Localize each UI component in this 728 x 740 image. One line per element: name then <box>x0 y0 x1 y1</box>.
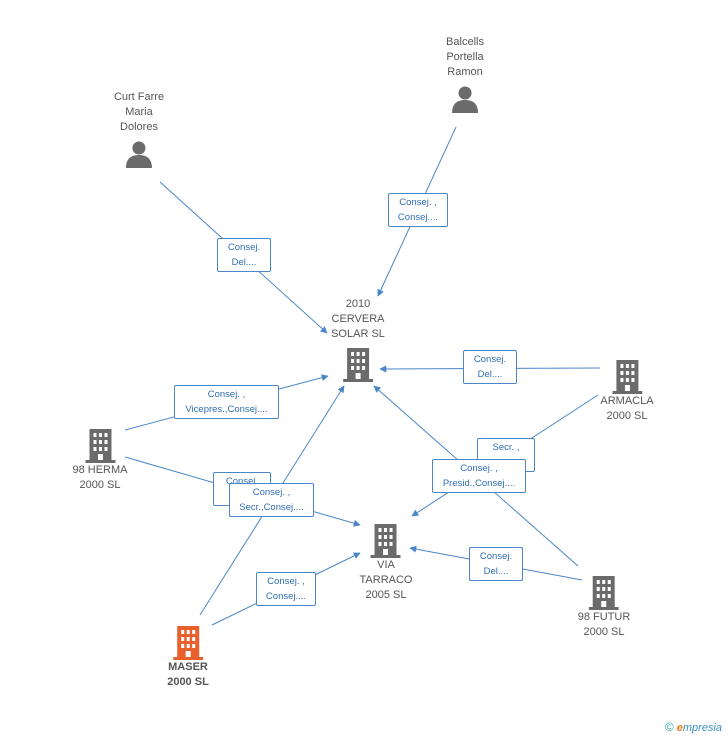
company-node-maser[interactable]: MASER 2000 SL <box>167 624 209 690</box>
person-node-balcells[interactable]: Balcells Portella Ramon <box>446 35 484 114</box>
company-node-tarraco[interactable]: VIA TARRACO 2005 SL <box>359 522 413 603</box>
node-label: 2010 CERVERA SOLAR SL <box>331 298 385 340</box>
node-label: ARMACLA 2000 SL <box>600 395 654 422</box>
person-icon <box>452 86 478 113</box>
edge-label-futur-tarraco[interactable]: Consej. Del.... <box>469 547 523 581</box>
copyright-symbol: © <box>664 720 674 734</box>
company-node-cervera[interactable]: 2010 CERVERA SOLAR SL <box>331 297 385 382</box>
edge-label-herma-cervera[interactable]: Consej. , Vicepres.,Consej.... <box>174 385 279 419</box>
company-node-armacla[interactable]: ARMACLA 2000 SL <box>600 358 654 424</box>
edge-label-armacla-cervera[interactable]: Consej. Del.... <box>463 350 517 384</box>
node-label: 98 FUTUR 2000 SL <box>577 611 631 638</box>
company-node-futur[interactable]: 98 FUTUR 2000 SL <box>577 574 631 640</box>
building-icon <box>612 360 642 394</box>
node-label: Balcells Portella Ramon <box>446 36 484 78</box>
person-node-curt[interactable]: Curt Farre Maria Dolores <box>114 90 164 169</box>
edge-label-curt-cervera[interactable]: Consej. Del.... <box>217 238 271 272</box>
node-label: VIA TARRACO 2005 SL <box>359 559 413 601</box>
node-label: MASER 2000 SL <box>167 661 209 688</box>
brand-logo-text: mpresia <box>682 722 722 734</box>
edge-label-futur-cervera[interactable]: Consej. , Presid.,Consej.... <box>432 459 526 493</box>
edge-label-balcells-cervera[interactable]: Consej. , Consej.... <box>388 193 448 227</box>
node-label: 98 HERMA 2000 SL <box>72 464 128 491</box>
building-icon <box>371 524 401 558</box>
company-node-herma[interactable]: 98 HERMA 2000 SL <box>72 427 128 493</box>
edge-label-maser-tarraco[interactable]: Consej. , Consej.... <box>256 572 316 606</box>
building-icon <box>343 348 373 382</box>
footer-brand: © empresia <box>665 720 722 734</box>
building-icon <box>85 429 115 463</box>
brand-logo-e: e <box>676 722 683 734</box>
building-icon <box>589 576 619 610</box>
edge-label-maser-cervera[interactable]: Consej. , Secr.,Consej.... <box>229 483 314 517</box>
node-label: Curt Farre Maria Dolores <box>113 91 165 133</box>
person-icon <box>126 141 152 168</box>
building-icon <box>173 626 203 660</box>
